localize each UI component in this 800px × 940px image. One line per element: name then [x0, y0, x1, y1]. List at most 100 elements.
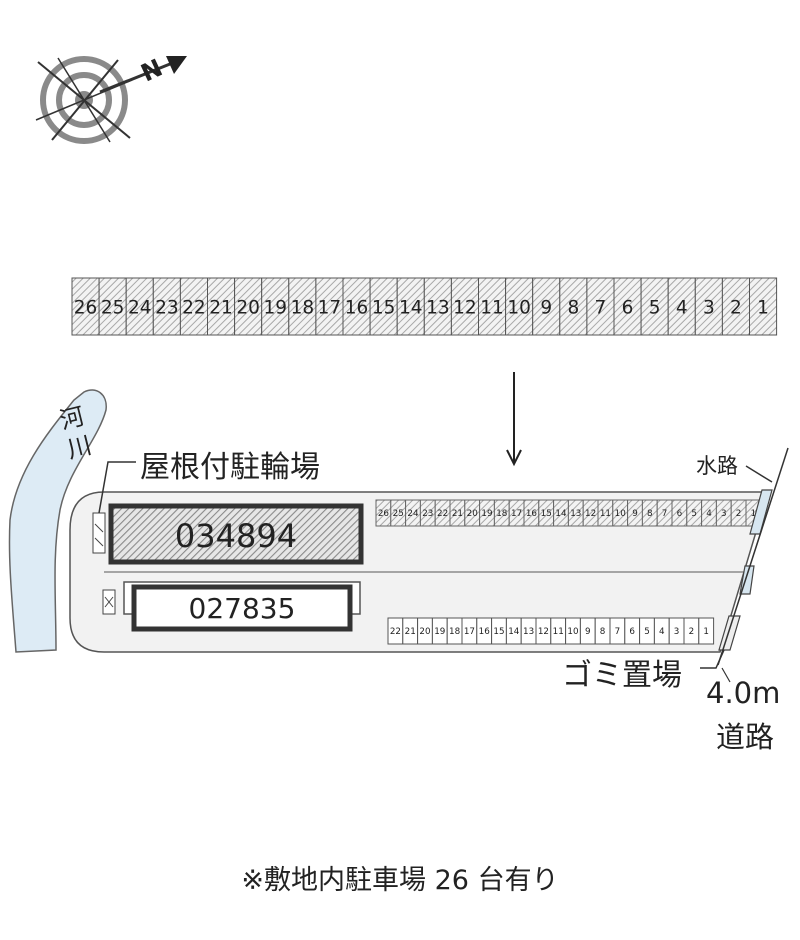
parking-space-number: 21 [405, 627, 416, 637]
parking-space-number: 1 [751, 509, 757, 519]
parking-space-number: 1 [703, 627, 709, 637]
parking-space [698, 617, 715, 645]
building-027835 [131, 584, 353, 632]
parking-space-number: 6 [677, 509, 683, 519]
parking-space-number: 14 [555, 509, 566, 519]
parking-space-number: 14 [508, 627, 519, 637]
parking-space [152, 277, 181, 336]
parking-space-number: 10 [567, 627, 578, 637]
parking-space-number: 4 [659, 627, 665, 637]
building-number: 034894 [175, 517, 297, 555]
parking-space-number: 4 [706, 509, 712, 519]
parking-space-number: 5 [649, 296, 661, 318]
garbage-area [718, 615, 741, 651]
parking-space-number: 10 [507, 296, 531, 318]
parking-space-number: 23 [422, 509, 433, 519]
parking-space-number: 6 [622, 296, 634, 318]
parking-space [207, 277, 236, 336]
parking-space-number: 9 [632, 509, 638, 519]
parking-space-number: 18 [291, 296, 315, 318]
waterway-label: 水路 [696, 454, 738, 478]
road-leader-line [721, 667, 731, 683]
parking-space-number: 13 [426, 296, 450, 318]
parking-space-number: 24 [128, 296, 152, 318]
parking-space [667, 277, 696, 336]
parking-space [640, 277, 669, 336]
bike-marker-lower [102, 589, 116, 615]
parking-space [369, 277, 398, 336]
parking-space-number: 19 [263, 296, 287, 318]
parking-space-number: 12 [453, 296, 477, 318]
parking-space-number: 13 [523, 627, 534, 637]
parking-space [396, 277, 425, 336]
parking-space-number: 25 [393, 509, 404, 519]
parking-space-number: 21 [209, 296, 233, 318]
parking-space-number: 13 [570, 509, 581, 519]
parking-space-number: 2 [689, 627, 695, 637]
parking-space-number: 15 [493, 627, 504, 637]
parking-space-number: 22 [182, 296, 206, 318]
bike-shelter-leader-line [98, 461, 136, 514]
parking-space-number: 16 [345, 296, 369, 318]
parking-space [261, 277, 290, 336]
river [8, 389, 107, 653]
parking-space [125, 277, 154, 336]
parking-space-number: 2 [736, 509, 742, 519]
parking-space-number: 11 [553, 627, 564, 637]
bike-shelter-marker [92, 512, 106, 554]
parking-space-number: 19 [481, 509, 492, 519]
parking-space-number: 15 [372, 296, 396, 318]
parking-space-number: 6 [629, 627, 635, 637]
parking-space-number: 17 [318, 296, 342, 318]
building-number: 027835 [189, 592, 296, 625]
road-width-label: 4.0m [706, 676, 781, 710]
parking-space-number: 9 [540, 296, 552, 318]
parking-space [721, 277, 751, 336]
parking-space-number: 7 [662, 509, 668, 519]
parking-space-number: 16 [526, 509, 537, 519]
parking-space [315, 277, 344, 336]
parking-space-number: 20 [467, 509, 478, 519]
parking-space-number: 19 [434, 627, 445, 637]
parking-space-number: 25 [101, 296, 125, 318]
parking-space [342, 277, 371, 336]
parking-space-number: 23 [155, 296, 179, 318]
parking-space-number: 20 [419, 627, 430, 637]
parking-space-number: 3 [703, 296, 715, 318]
parking-space [288, 277, 317, 336]
parking-space [234, 277, 263, 336]
parking-space-number: 17 [511, 509, 522, 519]
road-edge [717, 447, 789, 666]
road-label: 道路 [716, 720, 775, 754]
parking-space-number: 16 [479, 627, 490, 637]
parking-space-number: 5 [691, 509, 697, 519]
parking-space-number: 17 [464, 627, 475, 637]
parking-space-number: 22 [390, 627, 401, 637]
compass-north-label: N [137, 54, 167, 88]
parking-space-number: 8 [600, 627, 606, 637]
parking-space-number: 3 [674, 627, 680, 637]
parking-space-number: 15 [541, 509, 552, 519]
parking-space [505, 277, 534, 336]
parking-space-number: 14 [399, 296, 423, 318]
parking-space-number: 12 [585, 509, 596, 519]
compass-icon [35, 56, 187, 144]
garbage-label: ゴミ置場 [562, 658, 682, 693]
parking-space-number: 8 [567, 296, 579, 318]
parking-space-number: 20 [236, 296, 260, 318]
parking-space-number: 21 [452, 509, 463, 519]
parking-space-number: 7 [595, 296, 607, 318]
parking-space-number: 22 [437, 509, 448, 519]
parking-count-note: ※敷地内駐車場 26 台有り [241, 865, 559, 896]
bike-shelter-label: 屋根付駐輪場 [140, 450, 320, 485]
parking-space [478, 277, 507, 336]
parking-space-number: 8 [647, 509, 653, 519]
parking-space-number: 10 [615, 509, 626, 519]
waterway-leader-line [745, 465, 773, 483]
parking-space-number: 26 [378, 509, 389, 519]
parking-space-number: 11 [600, 509, 611, 519]
parking-space-number: 24 [407, 509, 418, 519]
